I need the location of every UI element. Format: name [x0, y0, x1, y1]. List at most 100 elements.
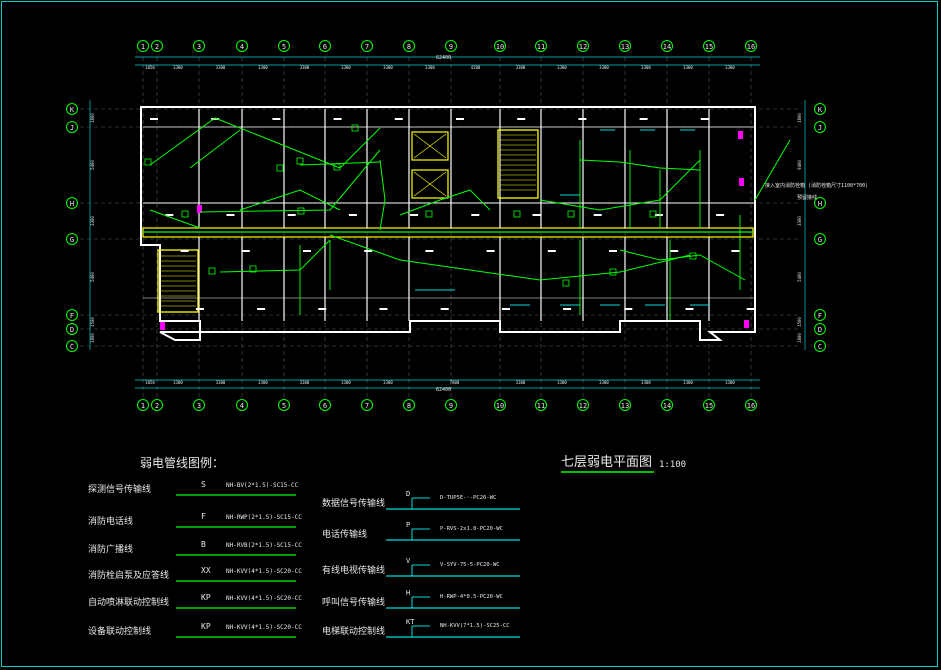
axis-bubble — [66, 340, 78, 352]
axis-bubble — [361, 40, 373, 52]
legend-right-label: 呼叫信号传输线 — [322, 596, 385, 608]
detector — [249, 265, 257, 273]
bottom-dim: 7800 — [450, 380, 460, 385]
axis-label: 12 — [579, 43, 587, 51]
room-tag — [394, 118, 403, 120]
left-dim: 3300 — [90, 216, 95, 226]
legend-left-label: 设备联动控制线 — [88, 625, 151, 637]
accent-marker — [738, 131, 743, 139]
axis-label: 3 — [197, 402, 201, 410]
right-callout: 接入室内消防栓箱 (消防栓箱尺寸1100*700) — [765, 182, 868, 189]
room-tag — [318, 308, 327, 310]
bottom-dim: 3300 — [599, 380, 609, 385]
room-tag — [195, 308, 204, 310]
top-dim: 4200 — [471, 65, 481, 70]
room-tag — [364, 250, 373, 252]
axis-label: 1 — [141, 43, 145, 51]
walls — [140, 106, 756, 341]
bottom-dim: 3300 — [557, 380, 567, 385]
room-tag — [700, 118, 709, 120]
axis-bubble — [814, 233, 826, 245]
legend-right-spec: V-SYV-75-5-PC20-WC — [440, 562, 500, 568]
axis-label: 11 — [537, 43, 545, 51]
axis-bubble — [137, 399, 149, 411]
room-tag — [547, 250, 556, 252]
wire-run — [619, 249, 746, 281]
detector — [649, 210, 657, 218]
axis-bubble — [403, 399, 415, 411]
axis-label: K — [70, 106, 75, 114]
axis-bubble — [319, 40, 331, 52]
legend-left-spec: NH-KVV(4*1.5)-SC20-CC — [226, 624, 302, 631]
axis-label: 2 — [155, 402, 159, 410]
axis-label: H — [70, 200, 74, 208]
elevator-shaft — [411, 131, 449, 161]
legend-left-spec: NH-BV(2*1.5)-SC15-CC — [226, 482, 299, 489]
room-tag — [348, 214, 357, 216]
axis-label: 6 — [323, 43, 327, 51]
legend-right-label: 电话传输线 — [322, 528, 367, 540]
right-dim: 9400 — [797, 160, 802, 170]
wire-run — [199, 149, 381, 213]
axis-label: 2 — [155, 43, 159, 51]
room-tag — [287, 214, 296, 216]
dimension-labels: 1050 3300 3300 3300 3300 3300 3300 3300 4200 3300… — [89, 56, 806, 389]
room-tag — [593, 214, 602, 216]
detector — [208, 267, 216, 275]
bottom-dim: 3300 — [341, 380, 351, 385]
axis-label: 15 — [705, 43, 713, 51]
axis-label: 4 — [240, 402, 244, 410]
right-dim: 1500 — [797, 317, 802, 327]
axis-bubble — [745, 399, 757, 411]
bottom-dim: 3300 — [725, 380, 735, 385]
axis-label: 14 — [663, 43, 671, 51]
axis-bubble — [193, 399, 205, 411]
axis-bubble — [236, 399, 248, 411]
room-tag — [241, 250, 250, 252]
bottom-dim: 1050 — [145, 380, 155, 385]
axis-bubble — [619, 399, 631, 411]
bottom-dim: 3300 — [641, 380, 651, 385]
detector — [425, 210, 433, 218]
axis-bubble — [66, 323, 78, 335]
axis-label: F — [818, 312, 822, 320]
axis-label: 13 — [621, 43, 629, 51]
accent-marker — [160, 322, 165, 330]
bottom-dim: 3300 — [516, 380, 526, 385]
detector — [609, 268, 617, 276]
legend-right-code: H — [406, 589, 410, 597]
top-dim: 3300 — [557, 65, 567, 70]
bottom-dim: 3300 — [383, 380, 393, 385]
axis-bubble — [66, 197, 78, 209]
top-dim: 3300 — [341, 65, 351, 70]
legend-right-label: 电梯联动控制线 — [322, 625, 385, 637]
detector — [333, 163, 341, 171]
axis-bubble — [619, 40, 631, 52]
bottom-dim: 3300 — [216, 380, 226, 385]
wire-run — [219, 239, 331, 273]
detector — [276, 164, 284, 172]
axis-bubble — [319, 399, 331, 411]
elevator-shaft — [411, 169, 449, 199]
legend-left-code: F — [201, 512, 206, 521]
accent-marker — [744, 320, 749, 328]
top-dim: 3300 — [516, 65, 526, 70]
room-tag — [685, 308, 694, 310]
detector — [513, 210, 521, 218]
detector — [351, 124, 359, 132]
detector — [689, 252, 697, 260]
accent-marker — [197, 205, 202, 213]
accent-marker — [739, 178, 744, 186]
stair-right — [497, 129, 539, 199]
top-total-dim: 62400 — [436, 55, 451, 61]
axis-label: 14 — [663, 402, 671, 410]
legend-right-code: KT — [406, 618, 415, 626]
axis-bubble — [137, 40, 149, 52]
legend-right-spec: D-TUP5E-·-PC20-WC — [440, 495, 496, 501]
wire-run — [149, 209, 201, 229]
top-dim: 1050 — [145, 65, 155, 70]
room-tag — [716, 214, 725, 216]
right-dim: 5400 — [797, 272, 802, 282]
